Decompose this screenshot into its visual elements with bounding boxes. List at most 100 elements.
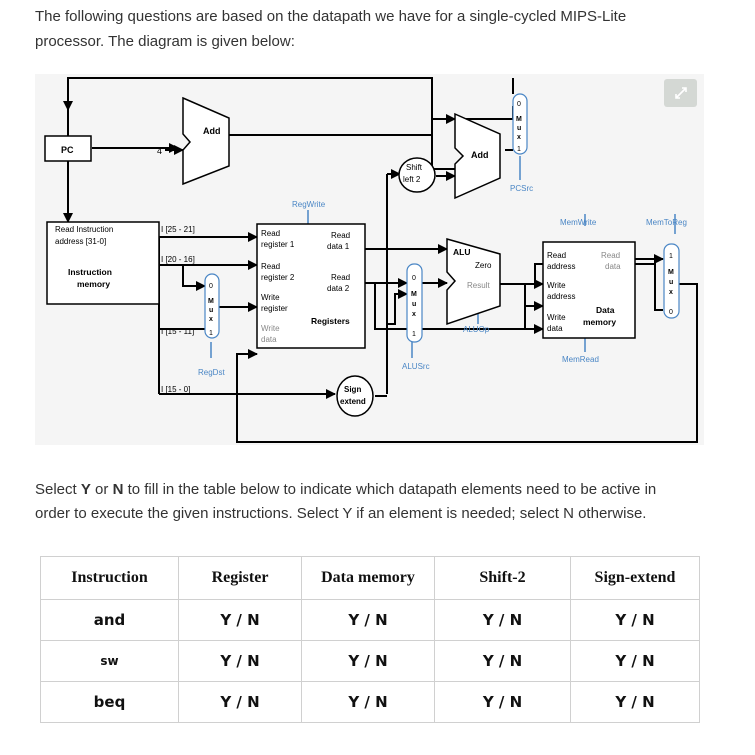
- svg-text:M: M: [411, 291, 417, 298]
- register-yn-select[interactable]: Y / N: [178, 599, 302, 641]
- pc-label: PC: [61, 145, 74, 155]
- alusrc-mux: [406, 263, 423, 343]
- sign-extend-yn-select[interactable]: Y / N: [570, 640, 700, 682]
- svg-text:u: u: [209, 307, 213, 314]
- svg-text:x: x: [669, 289, 673, 296]
- svg-text:0: 0: [412, 275, 416, 282]
- memtoreg-mux: [663, 243, 680, 319]
- aluop-label: ALUOp: [463, 325, 490, 334]
- table-row: and Y / N Y / N Y / N Y / N: [40, 599, 700, 641]
- svg-text:Read: Read: [331, 231, 350, 240]
- svg-text:data: data: [605, 262, 621, 271]
- svg-text:x: x: [209, 316, 213, 323]
- sign-extend-yn-select[interactable]: Y / N: [570, 599, 700, 641]
- svg-text:Write: Write: [547, 281, 566, 290]
- intro-line-1: The following questions are based on the…: [35, 8, 627, 25]
- header-shift-2: Shift-2: [434, 556, 571, 600]
- bits-15-11: I [15 - 11]: [161, 327, 194, 336]
- svg-text:0: 0: [669, 309, 673, 316]
- shift-label-2: left 2: [403, 175, 421, 184]
- svg-text:Result: Result: [467, 281, 490, 290]
- svg-text:data 1: data 1: [327, 242, 350, 251]
- svg-text:register: register: [261, 304, 288, 313]
- header-instruction: Instruction: [40, 556, 179, 600]
- register-yn-select[interactable]: Y / N: [178, 640, 302, 682]
- svg-text:Data: Data: [596, 305, 615, 315]
- shift-label-1: Shift: [406, 163, 423, 172]
- data-memory-yn-select[interactable]: Y / N: [301, 640, 435, 682]
- svg-text:1: 1: [412, 331, 416, 338]
- svg-text:Read: Read: [261, 229, 280, 238]
- svg-text:data: data: [261, 335, 277, 344]
- svg-text:1: 1: [517, 146, 521, 153]
- svg-text:register 1: register 1: [261, 240, 295, 249]
- pc-register: [44, 135, 92, 162]
- header-data-memory: Data memory: [301, 556, 435, 600]
- svg-text:0: 0: [209, 283, 213, 290]
- table-row: beq Y / N Y / N Y / N Y / N: [40, 681, 700, 723]
- regdst-label: RegDst: [198, 368, 225, 377]
- adder-1-label: Add: [203, 126, 221, 136]
- svg-text:Write: Write: [547, 313, 566, 322]
- shift-2-yn-select[interactable]: Y / N: [434, 681, 571, 723]
- data-memory-yn-select[interactable]: Y / N: [301, 599, 435, 641]
- memwrite-label: MemWrite: [560, 218, 597, 227]
- intro-paragraph: The following questions are based on the…: [35, 4, 715, 54]
- bits-15-0: I [15 - 0]: [161, 385, 190, 394]
- svg-text:data: data: [547, 324, 563, 333]
- svg-text:1: 1: [669, 253, 673, 260]
- alu: [446, 238, 501, 326]
- svg-text:M: M: [668, 269, 674, 276]
- svg-text:M: M: [516, 116, 522, 123]
- svg-text:Write: Write: [261, 324, 280, 333]
- datapath-diagram: PC Add 4 Add Shift left 2 0 M u x 1 PCSr…: [35, 74, 704, 445]
- adder-2: [454, 112, 501, 200]
- svg-text:address: address: [547, 262, 575, 271]
- sign-extend: [336, 375, 374, 417]
- shift-2-yn-select[interactable]: Y / N: [434, 599, 571, 641]
- svg-text:extend: extend: [340, 397, 366, 406]
- shift-left-2: [398, 157, 436, 193]
- svg-text:memory: memory: [77, 279, 110, 289]
- register-yn-select[interactable]: Y / N: [178, 681, 302, 723]
- pcsrc-mux: [512, 93, 528, 155]
- bits-25-21: I [25 - 21]: [161, 225, 195, 234]
- svg-text:address [31-0]: address [31-0]: [55, 237, 106, 246]
- svg-text:data 2: data 2: [327, 284, 350, 293]
- svg-text:M: M: [208, 298, 214, 305]
- table-row: sw Y / N Y / N Y / N Y / N: [40, 640, 700, 682]
- svg-text:u: u: [517, 125, 521, 132]
- sign-extend-yn-select[interactable]: Y / N: [570, 681, 700, 723]
- svg-text:Read Instruction: Read Instruction: [55, 225, 113, 234]
- shift-2-yn-select[interactable]: Y / N: [434, 640, 571, 682]
- instruction-cell: beq: [40, 681, 179, 723]
- svg-text:x: x: [412, 311, 416, 318]
- pcsrc-label: PCSrc: [510, 184, 533, 193]
- instruction-memory: [46, 221, 160, 305]
- data-memory: [542, 241, 636, 339]
- data-memory-yn-select[interactable]: Y / N: [301, 681, 435, 723]
- memread-label: MemRead: [562, 355, 599, 364]
- header-sign-extend: Sign-extend: [570, 556, 700, 600]
- svg-text:memory: memory: [583, 317, 616, 327]
- answer-table: Instruction Register Data memory Shift-2…: [40, 556, 700, 723]
- bits-20-16: I [20 - 16]: [161, 255, 195, 264]
- header-register: Register: [178, 556, 302, 600]
- instruction-cell: and: [40, 599, 179, 641]
- four-label: 4: [157, 146, 162, 156]
- svg-text:u: u: [412, 301, 416, 308]
- svg-text:address: address: [547, 292, 575, 301]
- adder-1: [182, 96, 230, 186]
- instructions-paragraph: Select Y or N to fill in the table below…: [35, 481, 657, 522]
- expand-arrows-icon: [674, 87, 687, 99]
- svg-text:register 2: register 2: [261, 273, 295, 282]
- registers-title: Registers: [311, 316, 350, 326]
- svg-text:Write: Write: [261, 293, 280, 302]
- svg-text:Instruction: Instruction: [68, 267, 112, 277]
- instruction-cell: sw: [40, 640, 179, 682]
- memtoreg-label: MemToReg: [646, 218, 687, 227]
- register-file: [256, 223, 366, 349]
- expand-button[interactable]: [664, 79, 697, 107]
- table-header-row: Instruction Register Data memory Shift-2…: [40, 556, 700, 600]
- regdst-mux: [204, 273, 220, 339]
